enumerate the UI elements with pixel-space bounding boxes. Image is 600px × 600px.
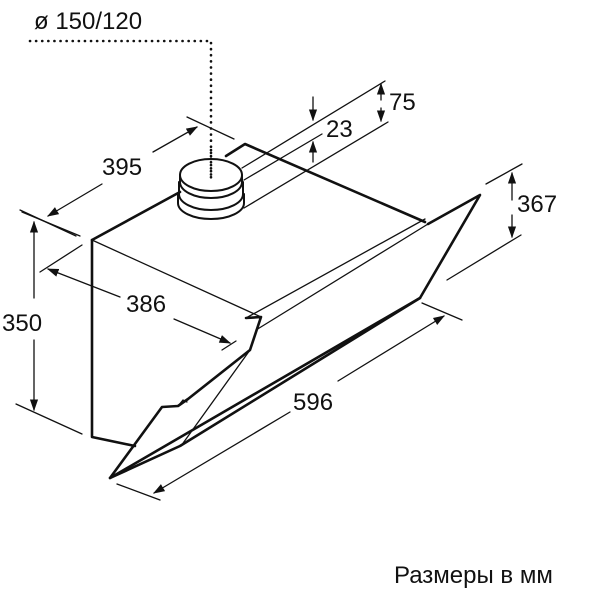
dim-line <box>46 268 121 298</box>
ext-line <box>446 234 522 281</box>
ext-line-bottom <box>243 121 389 209</box>
glass-bottom-edge <box>108 296 422 480</box>
glass-top-line-1 <box>245 218 426 319</box>
duct-callout: ø 150/120 <box>28 8 213 182</box>
ext-line <box>421 302 463 321</box>
duct-ring-1 <box>179 174 243 199</box>
dim-label-75: 75 <box>389 89 416 116</box>
body-top-left-edge <box>90 190 182 242</box>
dim-350: 350 <box>2 211 83 435</box>
duct-ring-3 <box>177 193 245 220</box>
body-front-edge <box>90 238 137 448</box>
ext-line-top <box>241 80 386 169</box>
hood-body <box>90 142 429 448</box>
ext-line <box>116 483 161 501</box>
dim-line <box>46 183 103 217</box>
ext-line <box>485 163 523 185</box>
duct-diameter-label: ø 150/120 <box>34 8 142 35</box>
dim-75-23: 75 23 <box>241 80 416 209</box>
duct-leader-line <box>28 39 213 182</box>
dim-label-395: 395 <box>102 154 142 181</box>
ext-line <box>186 116 235 140</box>
body-side-edge <box>91 239 262 318</box>
ext-line <box>15 403 83 435</box>
dim-line <box>152 411 291 494</box>
dim-386: 386 <box>39 244 237 351</box>
dim-label-350: 350 <box>2 310 42 337</box>
dim-label-23: 23 <box>326 116 353 143</box>
duct-ring-2 <box>178 181 244 211</box>
dim-line <box>152 126 199 153</box>
dim-367: 367 <box>446 163 557 281</box>
units-caption: Размеры в мм <box>394 562 553 589</box>
dim-596: 596 <box>116 302 463 501</box>
dim-line <box>337 315 445 382</box>
glass-handle <box>177 399 188 407</box>
dim-line <box>173 318 232 344</box>
glass-outline <box>108 193 482 480</box>
glass-top-line-2 <box>255 223 429 331</box>
glass-panel <box>108 193 482 480</box>
duct-stub <box>177 148 245 220</box>
dim-label-596: 596 <box>293 389 333 416</box>
ext-line <box>39 244 83 273</box>
ext-line <box>221 340 237 351</box>
ext-line <box>21 211 81 237</box>
body-top-back-edge <box>224 142 427 224</box>
dim-label-386: 386 <box>126 291 166 318</box>
dim-label-367: 367 <box>517 191 557 218</box>
